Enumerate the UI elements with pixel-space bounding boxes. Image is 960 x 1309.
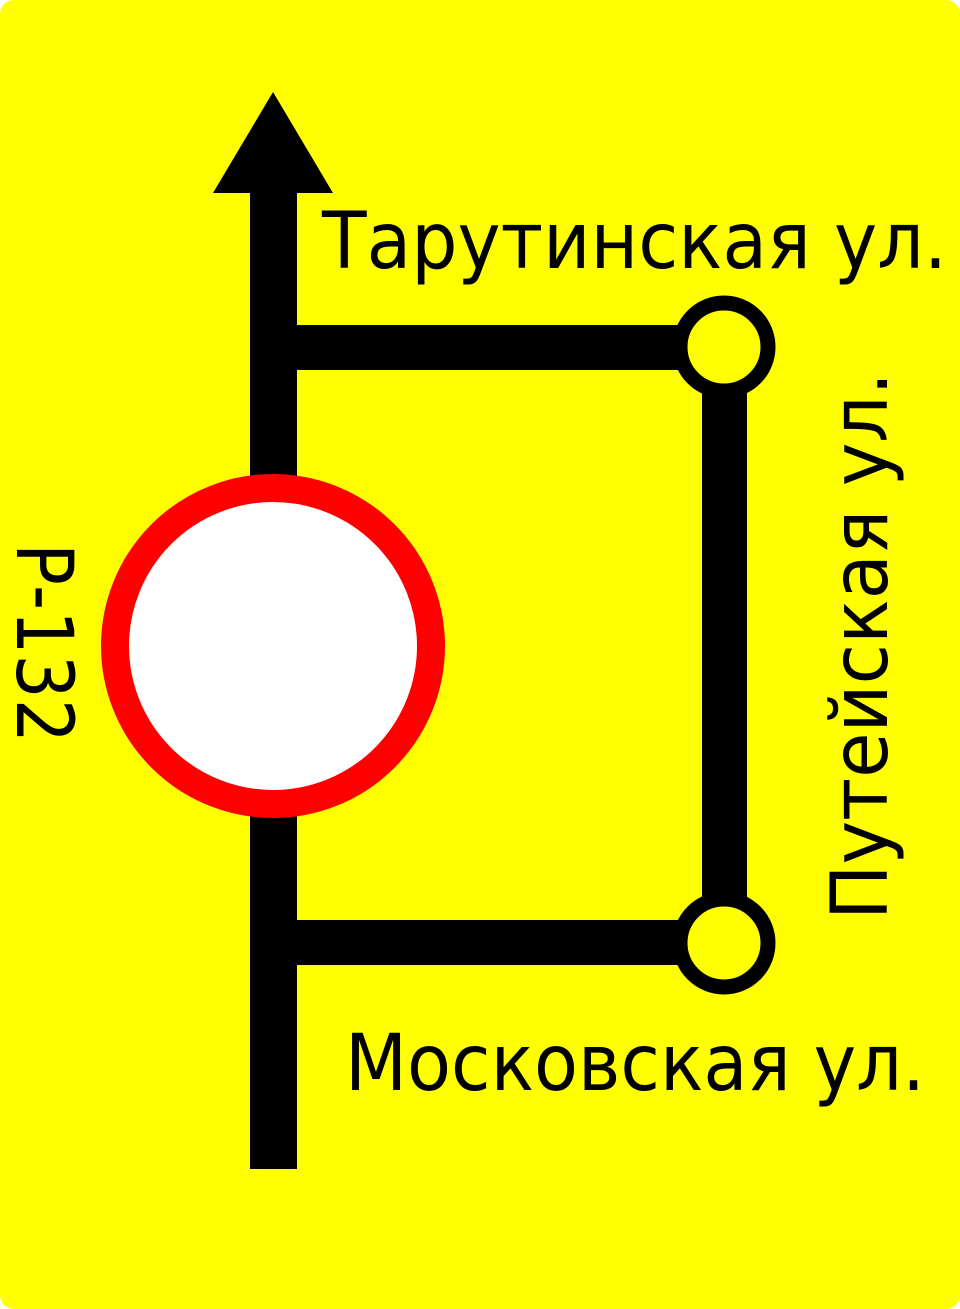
highway-label: Р-132 bbox=[0, 543, 88, 743]
detour-road bbox=[702, 347, 747, 943]
arrow-up-icon bbox=[213, 92, 333, 193]
bottom-street-label: Московская ул. bbox=[345, 1019, 925, 1109]
right-street-label: Путейская ул. bbox=[816, 372, 906, 920]
top-branch-road bbox=[250, 325, 728, 370]
junction-circle-icon bbox=[672, 891, 776, 995]
top-street-label: Тарутинская ул. bbox=[321, 197, 947, 287]
junction-circle-icon bbox=[672, 295, 776, 399]
prohibition-ring bbox=[101, 474, 445, 818]
no-vehicles-sign-icon bbox=[101, 474, 445, 818]
bottom-branch-road bbox=[250, 920, 728, 965]
